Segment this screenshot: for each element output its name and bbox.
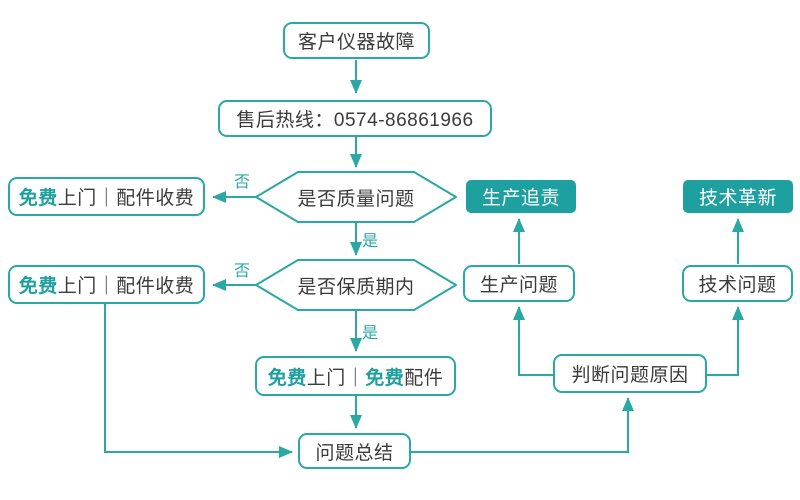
node-judge-cause: 判断问题原因 [553,354,707,393]
node-tech-innovation: 技术革新 [683,180,793,213]
node-hotline: 售后热线：0574-86861966 [218,100,492,137]
highlight-free: 免费 [365,367,405,389]
node-label: 售后热线：0574-86861966 [236,110,474,131]
node-label: 上门｜配件收费 [57,188,195,209]
decision-shape-quality [255,171,457,223]
node-label: 生产问题 [479,275,558,296]
node-label: 生产追责 [481,188,560,209]
highlight-free: 免费 [18,276,58,297]
node-summary: 问题总结 [298,433,411,469]
node-outcome-paid-1: 免费上门｜配件收费 [8,177,205,216]
edge-label-quality-yes: 是 [362,233,379,250]
node-label: 判断问题原因 [571,365,689,386]
node-label: 问题总结 [315,442,394,464]
node-outcome-paid-2: 免费上门｜配件收费 [8,265,205,304]
edge-judge-to-tech [707,306,744,376]
edge-summary-to-judge [411,397,634,453]
node-label: 配件 [404,367,444,389]
node-outcome-free: 免费上门｜免费配件 [255,356,456,396]
node-label: 技术问题 [698,275,777,296]
edge-label-quality-no: 否 [234,174,251,191]
node-production-accountability: 生产追责 [466,180,576,213]
edge-label-warranty-no: 否 [234,263,251,280]
node-label: 上门｜配件收费 [57,276,195,297]
node-label: 是否质量问题 [297,188,415,210]
edge-paid2-to-summary [104,303,293,458]
node-tech-issue: 技术问题 [682,265,793,302]
node-label: 上门｜ [306,367,366,389]
edge-label-warranty-yes: 是 [362,325,379,342]
node-decision-warranty: 是否保质期内 [256,260,456,310]
highlight-free: 免费 [18,188,58,209]
node-label: 是否保质期内 [297,276,415,298]
highlight-free: 免费 [267,367,307,389]
node-customer-fault: 客户仪器故障 [283,22,430,59]
decision-shape-warranty [255,259,457,311]
node-label: 客户仪器故障 [297,32,415,53]
edge-judge-to-production [513,306,553,376]
node-label: 技术革新 [698,188,777,209]
node-decision-quality: 是否质量问题 [256,172,456,222]
node-production-issue: 生产问题 [463,265,575,302]
